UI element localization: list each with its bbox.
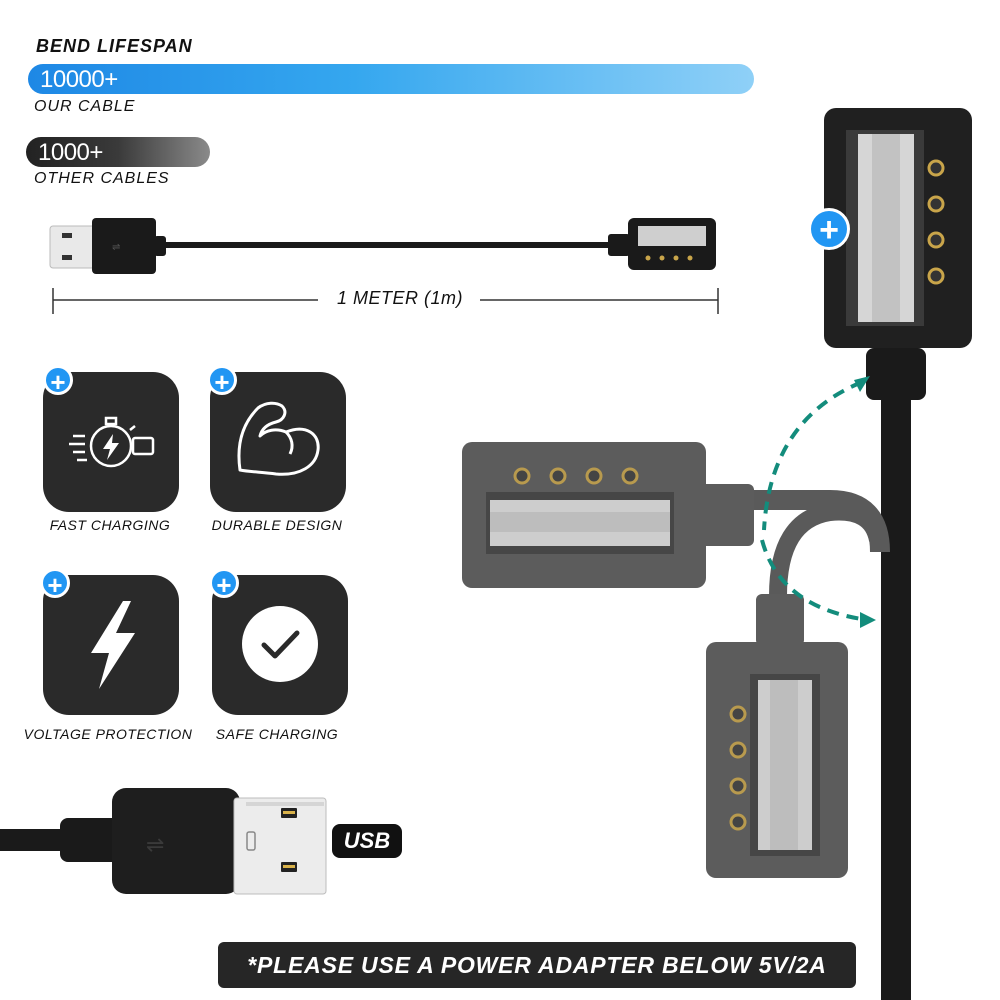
our-cable-bar: 10000+ [28, 64, 754, 94]
other-cables-caption: OTHER CABLES [34, 170, 170, 187]
usb-label-badge: USB [332, 824, 402, 858]
svg-text:⇌: ⇌ [146, 833, 164, 858]
voltage-protection-plus-icon: + [40, 568, 70, 599]
lightning-bolt-icon [91, 601, 135, 689]
voltage-protection-label: VOLTAGE PROTECTION [23, 726, 193, 742]
fast-charging-plus-icon: + [43, 365, 73, 396]
durable-design-plus-icon: + [207, 365, 237, 396]
other-cables-bar: 1000+ [26, 137, 210, 167]
power-adapter-notice: *PLEASE USE A POWER ADAPTER BELOW 5V/2A [218, 942, 856, 988]
durable-design-label: DURABLE DESIGN [211, 517, 343, 533]
fast-charging-label: FAST CHARGING [49, 517, 171, 533]
magnetic-connector-illustration [462, 108, 972, 1000]
safe-charging-label: SAFE CHARGING [215, 726, 339, 742]
usb-plug-illustration: ⇌ [0, 788, 327, 895]
durable-design-tile [210, 372, 346, 512]
stopwatch-bolt-icon [69, 416, 155, 468]
cable-length-label: 1 METER (1m) [320, 288, 480, 309]
our-cable-value: 10000+ [40, 66, 118, 93]
voltage-protection-tile [43, 575, 179, 715]
flexed-arm-icon [237, 401, 320, 476]
fast-charging-tile [43, 372, 179, 512]
checkmark-circle-icon [242, 606, 318, 682]
our-cable-caption: OUR CABLE [34, 98, 136, 115]
connector-plus-icon: + [808, 208, 850, 250]
safe-charging-plus-icon: + [209, 568, 239, 599]
cable-length-illustration: ⇌ [49, 218, 719, 314]
other-cables-value: 1000+ [38, 139, 103, 166]
svg-text:⇌: ⇌ [112, 242, 120, 253]
safe-charging-tile [212, 575, 348, 715]
bend-lifespan-title: BEND LIFESPAN [36, 36, 193, 56]
